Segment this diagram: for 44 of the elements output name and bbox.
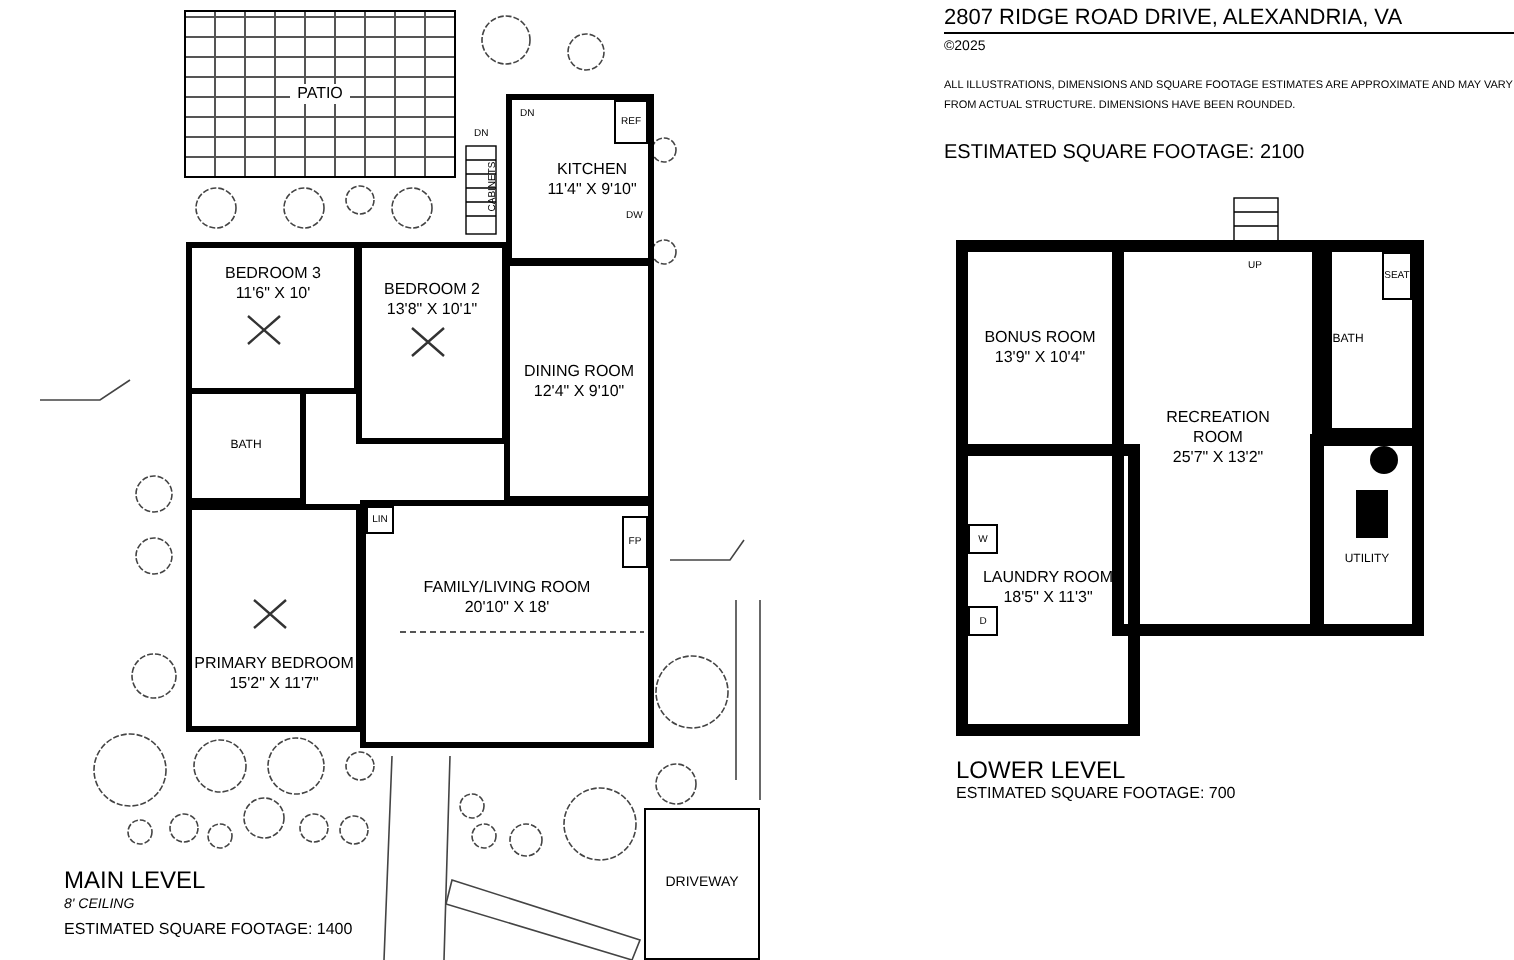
fireplace-box [622, 516, 648, 568]
patio-area [184, 10, 456, 178]
room-dimensions: 11'4" X 9'10" [545, 179, 637, 199]
laundry-room [956, 444, 1140, 736]
room-name: PATIO [289, 84, 351, 104]
room-dimensions: 13'9" X 10'4" [992, 348, 1088, 368]
primary-bedroom [186, 504, 362, 732]
level-heading: LOWER LEVEL [956, 754, 1128, 786]
level-square-footage: ESTIMATED SQUARE FOOTAGE: 700 [956, 782, 1238, 806]
level-square-footage: ESTIMATED SQUARE FOOTAGE: 1400 [64, 918, 355, 942]
bedroom-room [186, 242, 360, 394]
dryer-box [968, 606, 998, 636]
linen-closet [366, 506, 394, 534]
room-dimensions: 15'2" X 11'7" [229, 674, 319, 694]
room-name: BEDROOM 2 [383, 280, 480, 300]
room-name: LAUNDRY ROOM [980, 568, 1116, 588]
dining-room [504, 260, 654, 502]
family-living-room [360, 500, 654, 748]
room-name: RECREATION ROOM [1164, 408, 1272, 448]
room-dimensions: 11'6" X 10' [235, 284, 311, 304]
refrigerator-box [614, 100, 648, 144]
title: 2807 RIDGE ROAD DRIVE, ALEXANDRIA, VA [944, 6, 1514, 34]
room-dimensions: 20'10" X 18' [464, 598, 550, 618]
bath-room [186, 388, 306, 504]
level-heading: MAIN LEVEL [64, 864, 208, 898]
room-name: BEDROOM 3 [224, 264, 321, 284]
room-name: PRIMARY BEDROOM [194, 654, 354, 674]
room-dimensions: 25'7" X 13'2" [1170, 448, 1266, 468]
driveway-area [644, 808, 760, 960]
kitchen-room [506, 94, 654, 264]
total-square-footage: ESTIMATED SQUARE FOOTAGE: 2100 [944, 140, 1307, 168]
recreation-room [1112, 240, 1324, 636]
room-dimensions: 18'5" X 11'3" [1001, 588, 1095, 608]
room-name: DINING ROOM [523, 361, 635, 381]
room-name: FAMILY/LIVING ROOM [423, 578, 591, 598]
room-dimensions: 12'4" X 9'10" [533, 381, 625, 401]
utility-room [1310, 434, 1424, 636]
seat-box [1382, 252, 1412, 300]
room-name: KITCHEN [554, 159, 628, 179]
bedroom-room [356, 242, 508, 444]
bath-room [1320, 240, 1424, 440]
room-name: BONUS ROOM [982, 328, 1098, 348]
washer-box [968, 524, 998, 554]
room-dimensions: 13'8" X 10'1" [386, 300, 478, 320]
